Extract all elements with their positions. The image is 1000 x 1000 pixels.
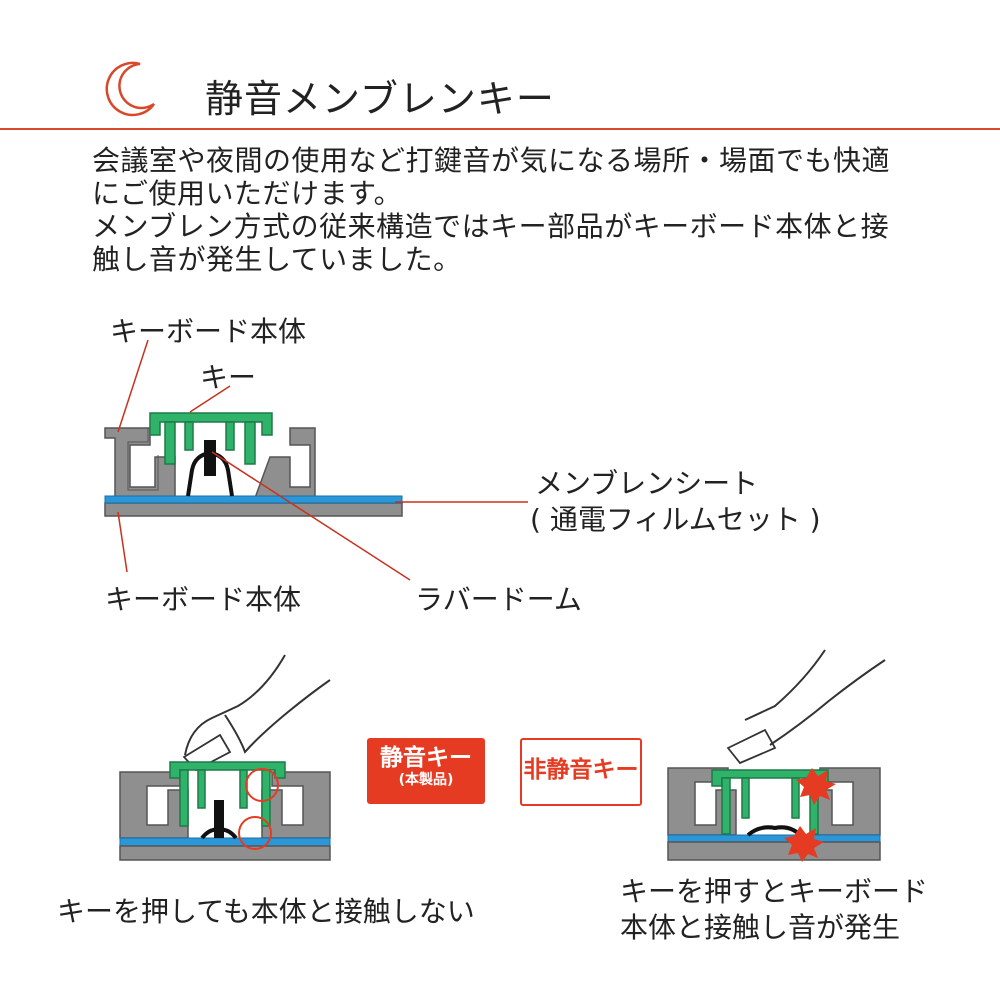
page-title: 静音メンブレンキー <box>205 77 555 121</box>
header-divider <box>0 128 1000 130</box>
label-key: キー <box>200 361 257 394</box>
impact-burst-icon <box>784 826 824 862</box>
non-quiet-key-badge-title: 非静音キー <box>523 757 639 783</box>
membrane-sheet <box>104 495 403 504</box>
loud-caption-line-1: キーを押すとキーボード <box>620 875 929 908</box>
non-quiet-key-badge: 非静音キー <box>520 738 642 806</box>
impact-burst-icon <box>796 768 836 805</box>
keyboard-base-plate <box>104 502 403 517</box>
label-membrane-sheet-sub: ( 通電フィルムセット ) <box>530 503 821 536</box>
intro-line-3: メンブレン方式の従来構造ではキー部品がキーボード本体と接 <box>92 210 890 243</box>
quiet-key-badge: 静音キー (本製品) <box>367 738 485 804</box>
cross-section-diagram <box>104 339 528 581</box>
finger-illustration <box>184 654 331 756</box>
label-rubber-dome: ラバードーム <box>415 583 582 616</box>
leader-lines <box>117 339 528 581</box>
quiet-key-diagram <box>119 654 331 861</box>
label-keyboard-body-bottom: キーボード本体 <box>105 583 302 616</box>
label-membrane-sheet: メンブレンシート <box>535 467 759 500</box>
key-cap <box>149 412 273 465</box>
intro-line-2: にご使用いただけます。 <box>92 177 403 210</box>
intro-line-4: 触し音が発生していました。 <box>92 243 462 276</box>
quiet-key-badge-sub: (本製品) <box>398 772 454 788</box>
quiet-key-badge-title: 静音キー <box>380 745 472 771</box>
loud-key-diagram <box>667 649 886 862</box>
crescent-moon-icon <box>105 61 156 117</box>
intro-line-1: 会議室や夜間の使用など打鍵音が気になる場所・場面でも快適 <box>92 144 891 177</box>
quiet-caption: キーを押しても本体と接触しない <box>57 895 475 928</box>
label-keyboard-body-top: キーボード本体 <box>110 315 307 348</box>
loud-caption-line-2: 本体と接触し音が発生 <box>620 911 901 944</box>
